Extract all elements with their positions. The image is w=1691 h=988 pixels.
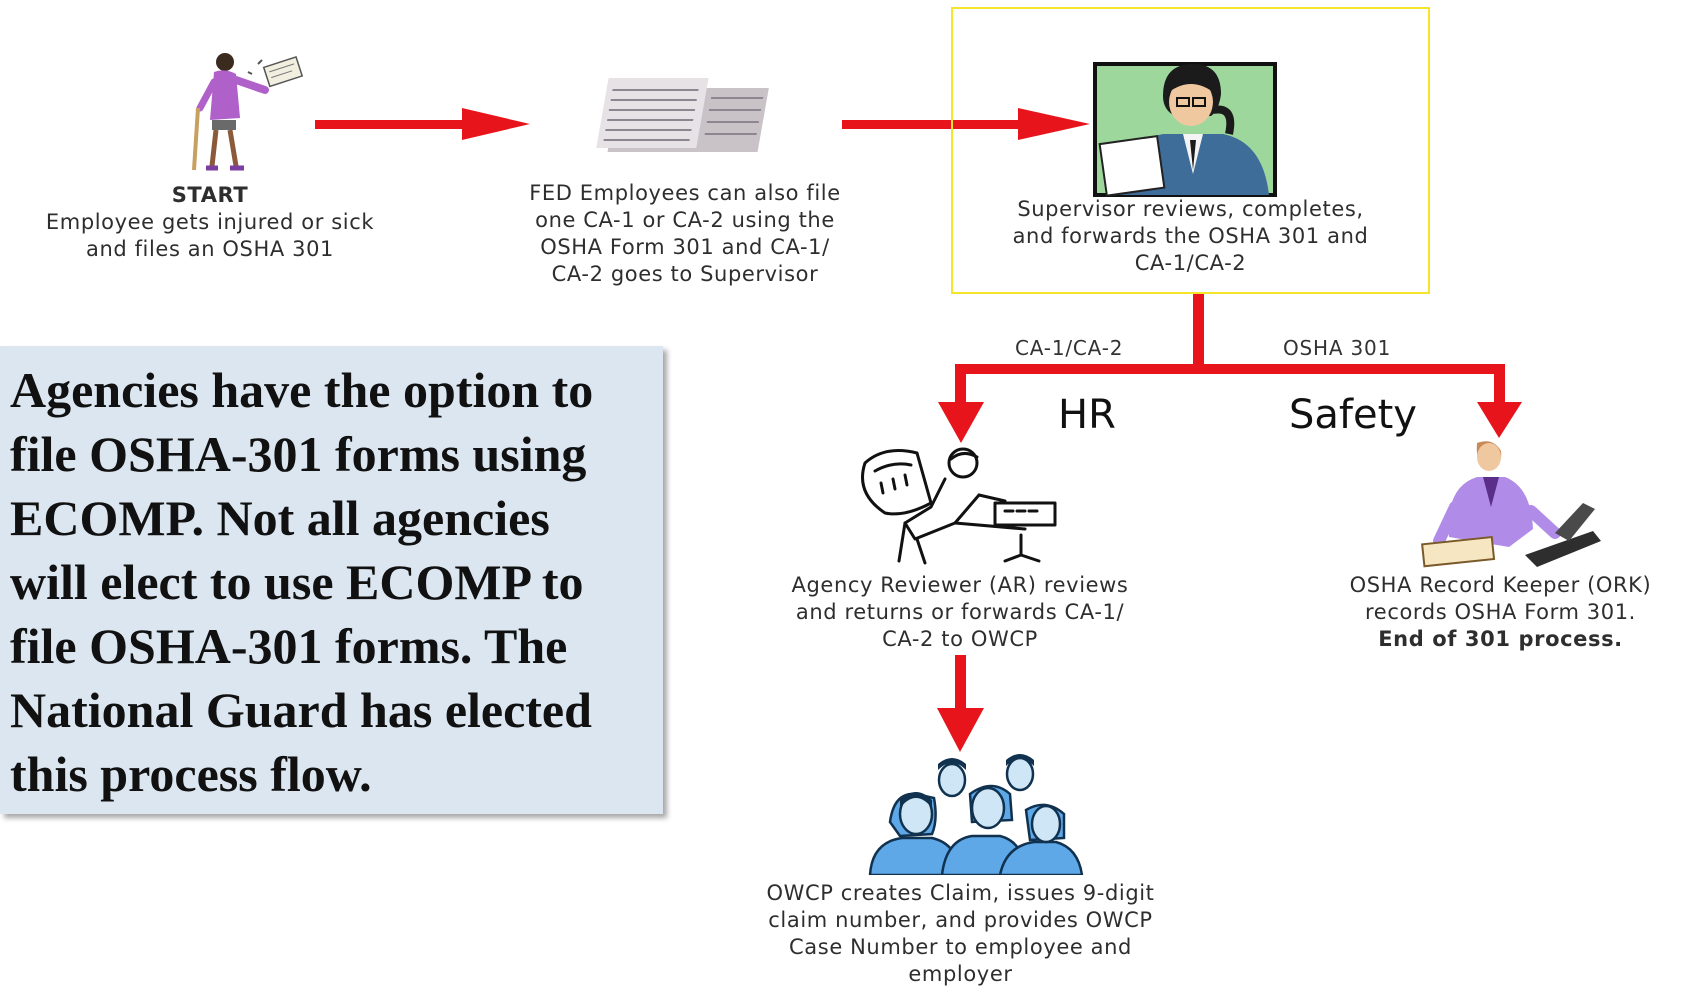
supervisor-caption-line: CA-1/CA-2 (1134, 251, 1247, 275)
ork-caption: OSHA Record Keeper (ORK) records OSHA Fo… (1310, 572, 1691, 653)
note-box: Agencies have the option to file OSHA-30… (0, 346, 663, 814)
note-line: will elect to use ECOMP to (10, 554, 584, 610)
ork-caption-line: records OSHA Form 301. (1365, 600, 1636, 624)
agency-reviewer-caption-line: CA-2 to OWCP (882, 627, 1038, 651)
supervisor-highlight-box (951, 7, 1430, 294)
start-caption-line: Employee gets injured or sick (45, 210, 375, 234)
branch-label-osha: OSHA 301 (1283, 336, 1392, 360)
owcp-caption-line: OWCP creates Claim, issues 9-digit (766, 881, 1155, 905)
agency-reviewer-caption-line: and returns or forwards CA-1/ (795, 600, 1125, 624)
start-caption-line: and files an OSHA 301 (85, 237, 334, 261)
record-keeper-icon (1421, 441, 1601, 568)
ork-caption-end: End of 301 process. (1378, 627, 1623, 651)
note-line: this process flow. (10, 746, 372, 802)
ork-caption-line: OSHA Record Keeper (ORK) (1349, 573, 1652, 597)
note-line: Agencies have the option to (10, 362, 594, 418)
injured-employee-icon (192, 53, 304, 171)
supervisor-caption-line: and forwards the OSHA 301 and (1012, 224, 1369, 248)
note-text: Agencies have the option to file OSHA-30… (10, 358, 653, 806)
start-caption: START Employee gets injured or sick and … (0, 182, 420, 263)
arrow-fed-to-supervisor (842, 108, 1090, 140)
note-line: ECOMP. Not all agencies (10, 490, 550, 546)
supervisor-caption: Supervisor reviews, completes, and forwa… (951, 196, 1430, 277)
branch-label-ca: CA-1/CA-2 (1015, 336, 1124, 360)
arrow-reviewer-to-owcp (937, 655, 984, 752)
owcp-caption-line: Case Number to employee and (789, 935, 1132, 959)
note-line: file OSHA-301 forms. The (10, 618, 568, 674)
branch-connector (938, 294, 1522, 443)
fed-caption-line: one CA-1 or CA-2 using the (535, 208, 835, 232)
owcp-group-icon (868, 754, 1084, 875)
fed-caption-line: OSHA Form 301 and CA-1/ (540, 235, 830, 259)
fed-caption-line: FED Employees can also file (529, 181, 841, 205)
agency-reviewer-caption: Agency Reviewer (AR) reviews and returns… (745, 572, 1175, 653)
hr-label: HR (1058, 392, 1116, 438)
safety-label: Safety (1289, 392, 1417, 438)
agency-reviewer-caption-line: Agency Reviewer (AR) reviews (791, 573, 1129, 597)
owcp-caption-line: claim number, and provides OWCP (768, 908, 1153, 932)
supervisor-phone-icon (1093, 62, 1277, 197)
fed-caption: FED Employees can also file one CA-1 or … (480, 180, 890, 288)
supervisor-caption-line: Supervisor reviews, completes, (1017, 197, 1364, 221)
agency-reviewer-icon (861, 447, 1057, 565)
start-title: START (171, 183, 249, 207)
note-line: file OSHA-301 forms using (10, 426, 587, 482)
owcp-caption-line: employer (908, 962, 1013, 986)
note-line: National Guard has elected (10, 682, 592, 738)
owcp-caption: OWCP creates Claim, issues 9-digit claim… (718, 880, 1203, 988)
forms-icon (596, 78, 769, 152)
arrow-start-to-fed (315, 108, 530, 140)
fed-caption-line: CA-2 goes to Supervisor (551, 262, 819, 286)
